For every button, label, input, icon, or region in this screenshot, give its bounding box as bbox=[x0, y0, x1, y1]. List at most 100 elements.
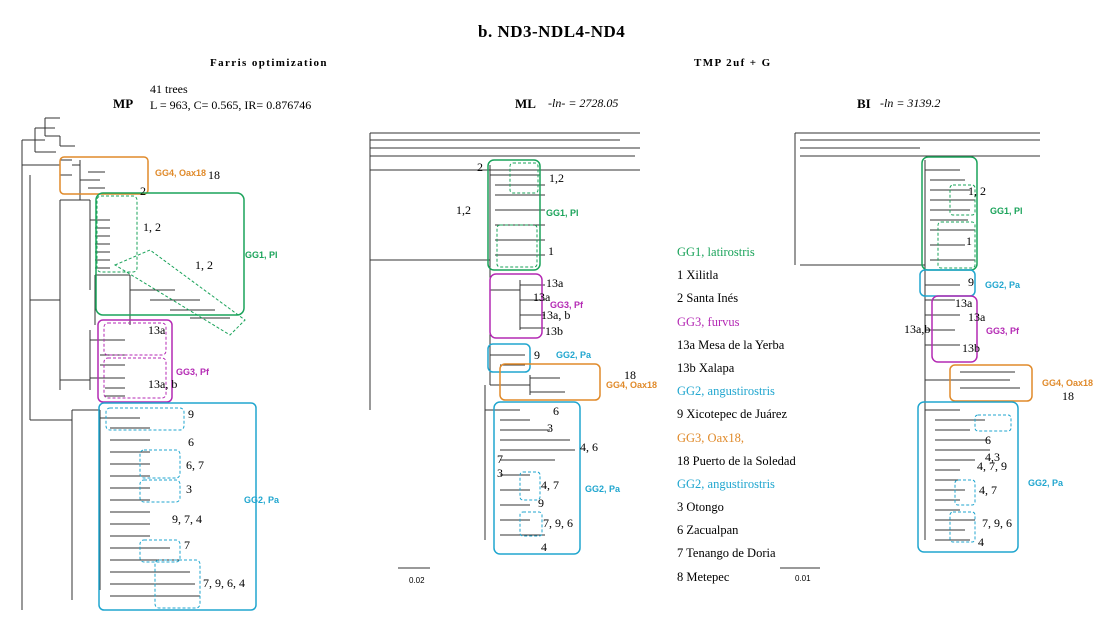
bi-loc-label: 7, 9, 6 bbox=[982, 516, 1012, 530]
bi-group-gg2: GG2, Pa bbox=[1028, 478, 1064, 488]
section-farris-optimization: Farris optimization bbox=[210, 57, 328, 69]
mp-group-gg4: GG4, Oax18 bbox=[155, 168, 207, 178]
bi-tree bbox=[794, 132, 1040, 541]
legend-entry: 13a Mesa de la Yerba bbox=[677, 337, 785, 352]
ml-loc-label: 2 bbox=[477, 160, 483, 174]
ml-box-gg4 bbox=[499, 363, 601, 401]
legend-entry: 8 Metepec bbox=[677, 569, 730, 584]
bi-loc-label: 1, 2 bbox=[968, 184, 986, 198]
ml-box-gg2a bbox=[487, 343, 531, 373]
mp-loc-label: 7 bbox=[184, 538, 190, 552]
ml-tree bbox=[369, 132, 640, 540]
mp-loc-label: 9 bbox=[188, 407, 194, 421]
mp-group-gg1: GG1, Pl bbox=[245, 250, 278, 260]
ml-score: -ln- = 2728.05 bbox=[548, 96, 619, 110]
bi-loc-label: 6 bbox=[985, 433, 991, 447]
ml-loc-label: 13a bbox=[533, 290, 551, 304]
bi-box-gg2 bbox=[917, 401, 1019, 553]
mp-loc-label: 2 bbox=[140, 184, 146, 198]
mp-group-gg3: GG3, Pf bbox=[176, 367, 210, 377]
mp-trees: 41 trees bbox=[150, 82, 188, 96]
legend-entry: GG2, angustirostris bbox=[677, 384, 775, 399]
mp-loc-label: 18 bbox=[208, 168, 220, 182]
ml-loc-label: 1,2 bbox=[456, 203, 471, 217]
ml-loc-label: 18 bbox=[624, 368, 636, 382]
figure-title: b. ND3-NDL4-ND4 bbox=[478, 22, 626, 41]
ml-loc-label: 4 bbox=[541, 540, 547, 554]
bi-scale-label: 0.01 bbox=[795, 574, 811, 583]
legend-entry: 9 Xicotepec de Juárez bbox=[677, 407, 788, 422]
ml-group-gg2: GG2, Pa bbox=[585, 484, 621, 494]
bi-loc-label: 4, 7, 9 bbox=[977, 459, 1007, 473]
mp-loc-label: 3 bbox=[186, 482, 192, 496]
section-tmp-model: TMP 2uf + G bbox=[694, 57, 772, 69]
bi-loc-label: 4, 7 bbox=[979, 483, 997, 497]
bi-loc-label: 13b bbox=[962, 341, 980, 355]
legend-entry: GG3, Oax18, bbox=[677, 430, 745, 445]
ml-group-gg4: GG4, Oax18 bbox=[606, 380, 658, 390]
ml-loc-label: 3 bbox=[547, 421, 553, 435]
bi-loc-label: 1 bbox=[966, 234, 972, 248]
mp-box-gg4 bbox=[59, 156, 149, 195]
bi-label: BI bbox=[857, 96, 871, 111]
bi-loc-label: 13a,b bbox=[904, 322, 931, 336]
bi-group-gg3: GG3, Pf bbox=[986, 326, 1020, 336]
legend-entry: GG2, angustirostris bbox=[677, 476, 775, 491]
ml-loc-label: 13a bbox=[546, 276, 564, 290]
legend-entry: 7 Tenango de Doria bbox=[677, 546, 776, 561]
legend-entry: 6 Zacualpan bbox=[677, 523, 739, 538]
bi-loc-label: 18 bbox=[1062, 389, 1074, 403]
ml-box-gg3 bbox=[489, 273, 543, 339]
legend-entry: 13b Xalapa bbox=[677, 360, 735, 375]
bi-group-gg4: GG4, Oax18 bbox=[1042, 378, 1094, 388]
bi-box-gg2a bbox=[919, 269, 976, 297]
ml-scale-label: 0.02 bbox=[409, 576, 425, 585]
legend-entry: 18 Puerto de la Soledad bbox=[677, 453, 796, 468]
ml-loc-label: 13a, b bbox=[541, 308, 571, 322]
mp-loc-label: 6, 7 bbox=[186, 458, 204, 472]
bi-group-gg2a: GG2, Pa bbox=[985, 280, 1021, 290]
bi-box-gg4 bbox=[949, 364, 1033, 402]
ml-loc-label: 7 bbox=[497, 452, 503, 466]
legend-entry: 3 Otongo bbox=[677, 500, 724, 515]
mp-box-gg3 bbox=[97, 319, 173, 403]
mp-tree bbox=[21, 117, 230, 610]
legend-entry: 2 Santa Inés bbox=[677, 291, 739, 306]
ml-group-gg3: GG3, Pf bbox=[550, 300, 584, 310]
mp-loc-label: 13a bbox=[148, 323, 166, 337]
mp-loc-label: 6 bbox=[188, 435, 194, 449]
ml-loc-label: 9 bbox=[534, 348, 540, 362]
ml-box-gg2 bbox=[493, 401, 581, 555]
ml-group-gg1: GG1, Pl bbox=[546, 208, 579, 218]
ml-loc-label: 4, 7 bbox=[541, 478, 559, 492]
mp-loc-label: 9, 7, 4 bbox=[172, 512, 202, 526]
mp-box-gg2 bbox=[98, 402, 257, 611]
bi-box-gg3 bbox=[931, 295, 978, 363]
bi-box-gg1 bbox=[921, 156, 978, 271]
ml-loc-label: 7, 9, 6 bbox=[543, 516, 573, 530]
mp-loc-label: 1, 2 bbox=[195, 258, 213, 272]
ml-loc-label: 13b bbox=[545, 324, 563, 338]
mp-box-gg1 bbox=[95, 192, 245, 316]
mp-loc-label: 7, 9, 6, 4 bbox=[203, 576, 245, 590]
mp-loc-label: 1, 2 bbox=[143, 220, 161, 234]
bi-loc-label: 13a bbox=[968, 310, 986, 324]
mp-stats: L = 963, C= 0.565, IR= 0.876746 bbox=[150, 98, 312, 112]
bi-loc-label: 9 bbox=[968, 275, 974, 289]
mp-label: MP bbox=[113, 96, 134, 111]
bi-loc-label: 4 bbox=[978, 535, 984, 549]
ml-loc-label: 3 bbox=[497, 466, 503, 480]
ml-loc-label: 1 bbox=[548, 244, 554, 258]
ml-box-gg1 bbox=[487, 159, 541, 271]
ml-loc-label: 9 bbox=[538, 496, 544, 510]
bi-loc-label: 4,3 bbox=[985, 450, 1000, 464]
legend-entry: GG3, furvus bbox=[677, 314, 740, 329]
bi-loc-label: 13a bbox=[955, 296, 973, 310]
legend-entry: 1 Xilitla bbox=[677, 268, 719, 283]
ml-group-gg2a: GG2, Pa bbox=[556, 350, 592, 360]
bi-group-gg1: GG1, Pl bbox=[990, 206, 1023, 216]
ml-label: ML bbox=[515, 96, 536, 111]
mp-group-gg2: GG2, Pa bbox=[244, 495, 280, 505]
